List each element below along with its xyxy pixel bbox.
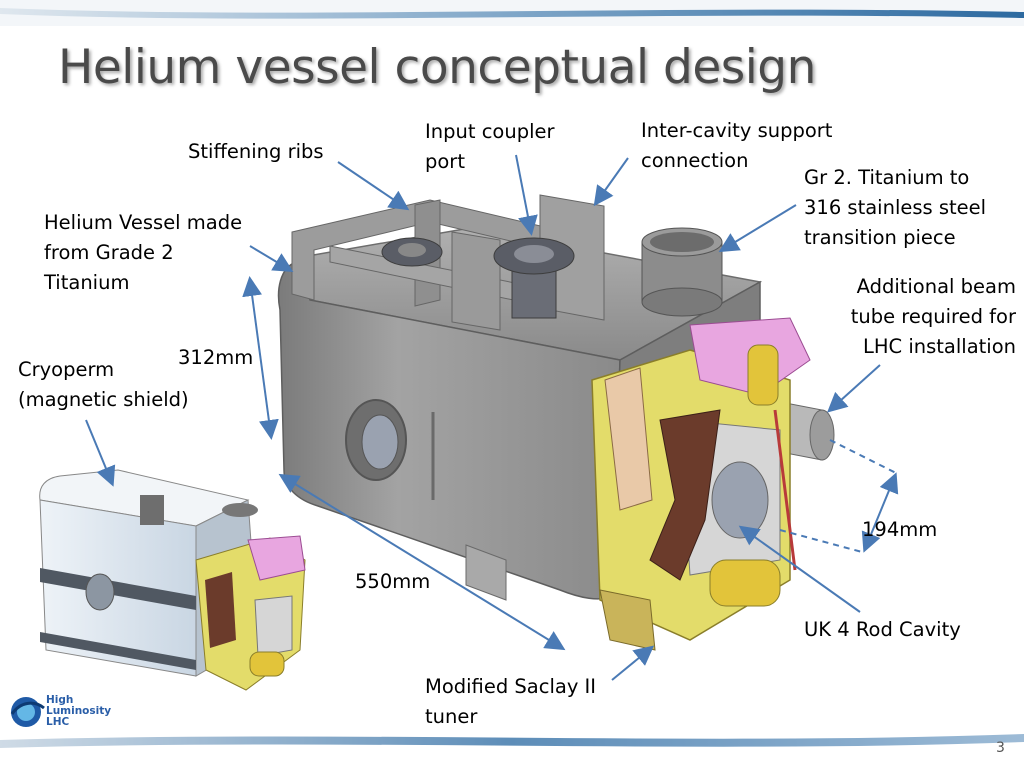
label-helium-vessel: Helium Vessel made from Grade 2 Titanium [44,211,243,294]
inter-cavity-arrow [593,157,629,207]
top-banner [0,0,1024,26]
beam-offset-dimension-arrow [861,472,899,553]
label-length-dimension: 550mm [355,570,431,593]
label-input-coupler-port: Input coupler port [425,120,555,173]
hl-lhc-logo-text: High Luminosity LHC [46,694,112,728]
label-inter-cavity-support: Inter-cavity support connection [641,119,833,172]
input-coupler-arrow [515,154,538,236]
label-beam-offset-dimension: 194mm [862,518,938,541]
transition-piece-arrow [718,204,797,253]
transition-piece [641,227,723,317]
height-dimension-arrow [242,276,279,440]
label-cryoperm: Cryoperm (magnetic shield) [18,358,189,411]
label-height-dimension: 312mm [178,346,254,369]
length-dimension-arrow [278,473,566,651]
saclay-tuner-arrow [611,645,655,681]
uk-cavity-arrow [738,525,861,613]
label-additional-beam-tube: Additional beam tube required for LHC in… [850,275,1016,358]
slide-title: Helium vessel conceptual design [58,40,816,95]
hl-lhc-logo-icon [10,697,45,727]
helium-vessel-arrow [249,245,294,273]
cryoperm-shield-model [39,469,306,691]
input-coupler-port [381,237,575,319]
beam-offset-dimension [779,439,899,553]
label-uk-4-rod-cavity: UK 4 Rod Cavity [804,618,961,641]
page-number: 3 [996,740,1005,756]
stiffening-ribs-arrow [337,161,410,211]
label-stiffening-ribs: Stiffening ribs [188,140,324,163]
beam-tube-arrow [827,364,881,413]
bottom-banner [0,734,1024,748]
cryoperm-arrow [85,419,116,487]
label-transition-piece: Gr 2. Titanium to 316 stainless steel tr… [804,166,987,249]
label-saclay-tuner: Modified Saclay II tuner [425,675,597,728]
